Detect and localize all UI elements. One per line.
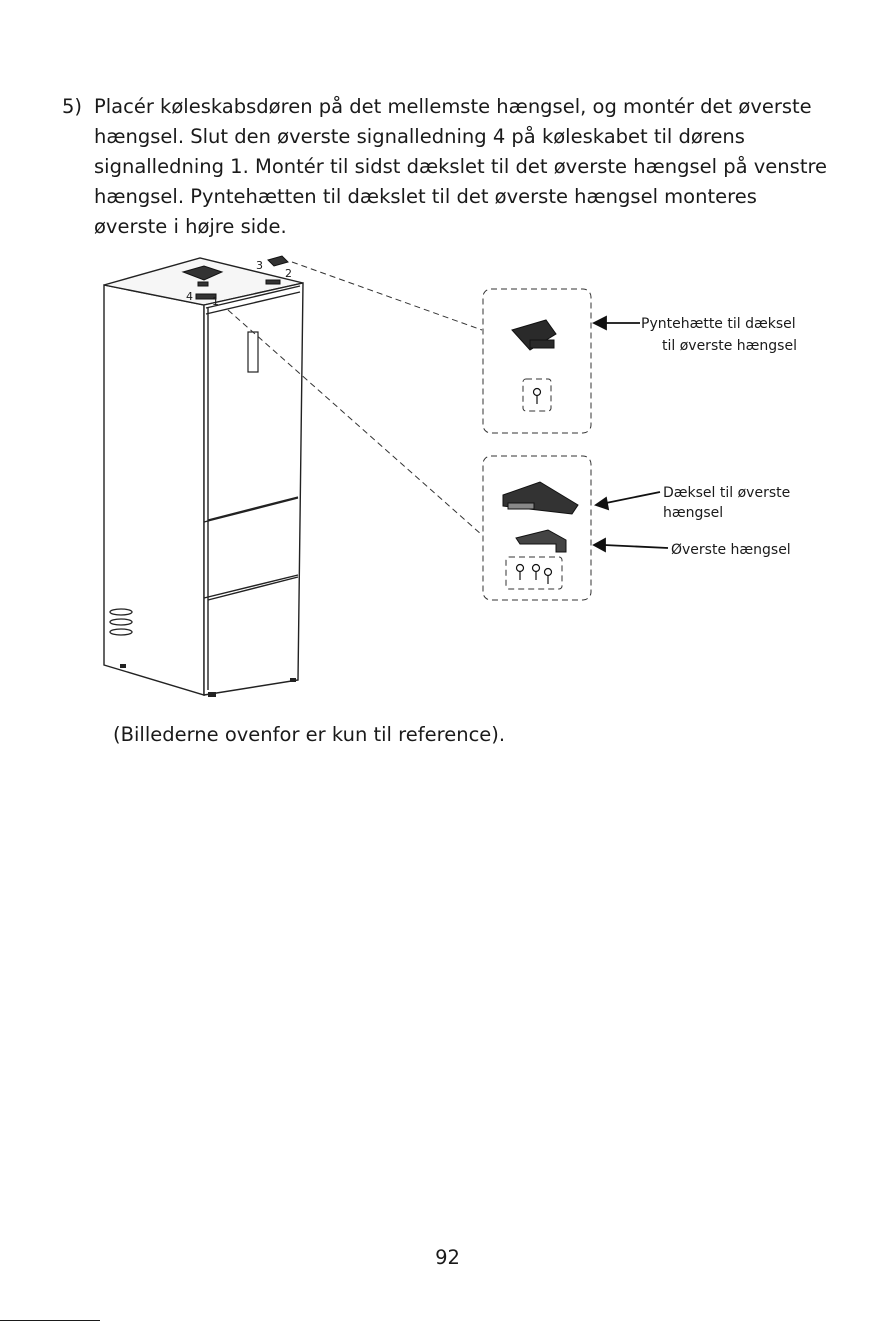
callout-number: 2 [285,267,292,280]
callout-number: 1 [212,295,219,308]
callout-number: 3 [256,259,263,272]
step-line: øverste i højre side. [94,215,287,238]
label-decorative-cap: til øverste hængsel [662,338,797,354]
fridge-body [103,257,304,696]
step-line: hængsel. Slut den øverste signalledning … [94,125,745,148]
decorative-cap [511,319,557,351]
label-hinge-cover: Dæksel til øverste [663,485,791,501]
fridge-illustration [103,255,669,697]
step-text: Placér køleskabsdøren på det mellemste h… [94,92,874,242]
label-decorative-cap: Pyntehætte til dæksel [641,316,796,332]
step-line: Placér køleskabsdøren på det mellemste h… [94,95,812,118]
footer-rule [0,1320,100,1321]
label-top-hinge: Øverste hængsel [671,542,791,558]
dashed-boxes [482,288,592,601]
assembly-figure: 3 2 4 1 Pyntehætte til dæksel til øverst… [0,250,895,710]
step-number: 5) [62,95,83,118]
step-line: hængsel. Pyntehætten til dækslet til det… [94,185,757,208]
top-hinge-parts [181,255,289,300]
callout-arrows [591,315,669,553]
page-number: 92 [435,1246,460,1269]
label-hinge-cover: hængsel [663,505,724,521]
hinge-cover [502,481,579,515]
dashed-leaders [227,261,483,536]
fridge-feet [120,664,296,697]
callout-number: 4 [186,290,193,303]
step-line: signalledning 1. Montér til sidst dæksle… [94,155,828,178]
screws [515,387,553,584]
top-hinge [515,529,567,553]
side-vents [109,608,133,636]
figure-caption: (Billederne ovenfor er kun til reference… [113,723,506,746]
